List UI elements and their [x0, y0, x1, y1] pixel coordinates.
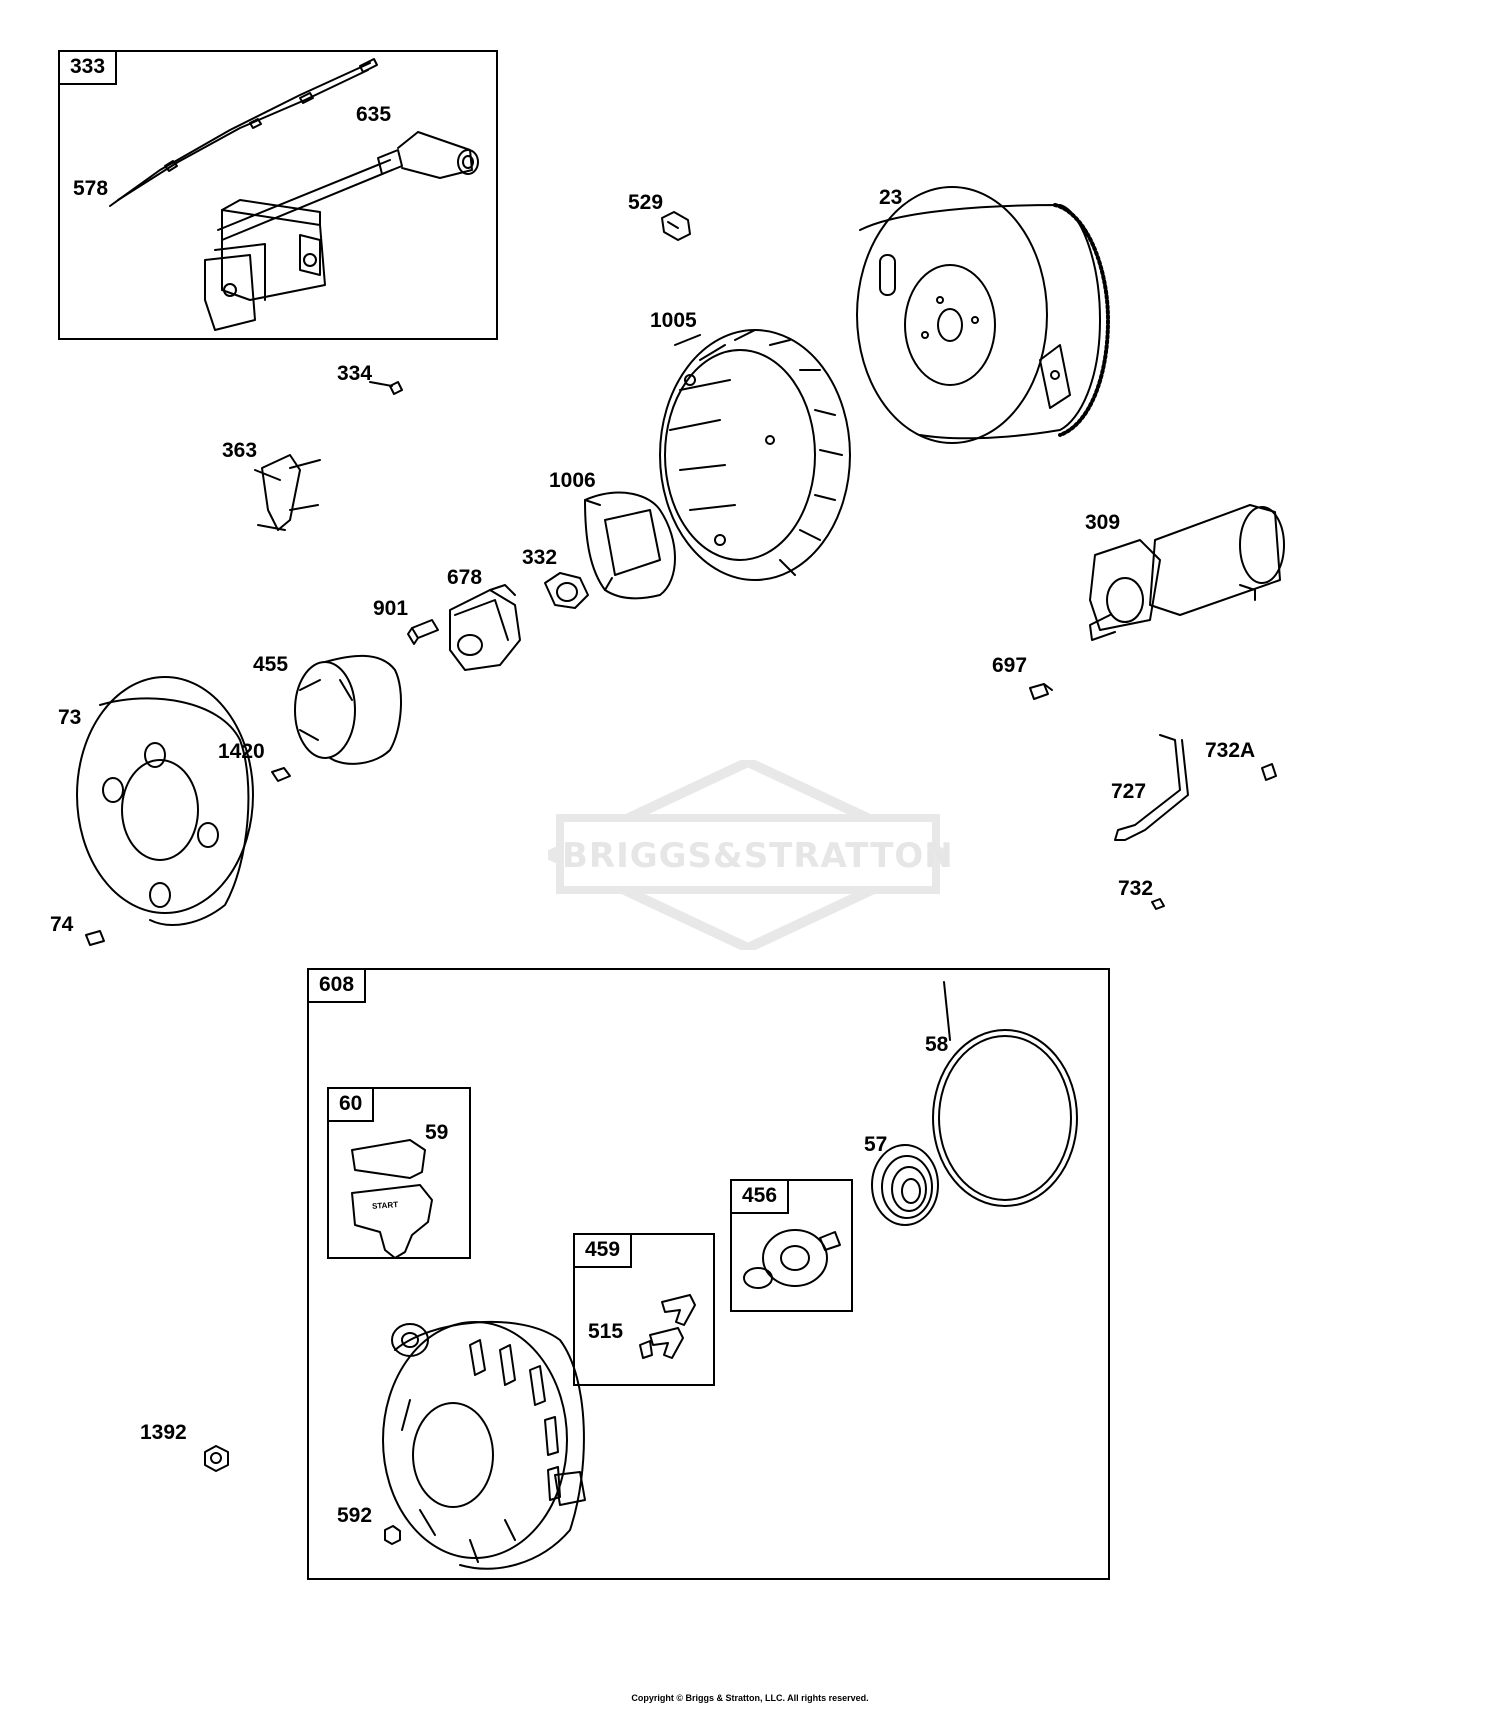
watermark-logo	[548, 760, 948, 950]
starter-handle-drawing	[351, 1139, 433, 1259]
part-label-455: 455	[253, 653, 289, 676]
starter-motor-drawing	[1089, 504, 1285, 641]
part-label-23: 23	[879, 186, 903, 209]
fan-screen-drawing	[584, 491, 676, 600]
bracket-drawing	[1114, 734, 1189, 841]
screw-drawing	[369, 381, 403, 395]
nut-drawing	[384, 1525, 401, 1545]
flywheel-key-drawing	[661, 211, 691, 241]
ignition-armature-drawing	[109, 58, 479, 331]
part-label-635: 635	[356, 103, 392, 126]
retainer-drawing	[743, 1229, 841, 1289]
part-label-727: 727	[1111, 780, 1147, 803]
rewind-spring-drawing	[871, 1144, 939, 1226]
blower-housing-cover-drawing	[76, 676, 254, 926]
flywheel-drawing	[856, 186, 1110, 444]
pawl-drawing	[639, 1294, 696, 1359]
group-label-608: 608	[307, 968, 367, 1003]
group-label-459: 459	[573, 1233, 633, 1268]
bolt-drawing	[1029, 683, 1053, 700]
group-label-333: 333	[58, 50, 118, 85]
group-box-608: 608	[307, 968, 1110, 1580]
screw-drawing	[1151, 898, 1165, 910]
starter-rope-drawing	[932, 981, 1078, 1207]
part-label-732: 732	[1118, 877, 1154, 900]
part-label-1392: 1392	[140, 1421, 187, 1444]
screw-drawing	[85, 930, 105, 946]
part-label-309: 309	[1085, 511, 1121, 534]
part-label-59: 59	[425, 1121, 449, 1144]
part-label-678: 678	[447, 566, 483, 589]
part-label-57: 57	[864, 1133, 888, 1156]
bracket-screws-drawing	[254, 454, 321, 531]
part-label-515: 515	[588, 1320, 624, 1343]
group-box-456: 456	[730, 1179, 853, 1312]
part-label-334: 334	[337, 362, 373, 385]
part-label-1420: 1420	[218, 740, 265, 763]
group-label-60: 60	[327, 1087, 375, 1122]
nut-drawing	[204, 1445, 229, 1472]
starter-clutch-drawing	[449, 584, 521, 671]
part-label-58: 58	[925, 1033, 949, 1056]
fan-drawing	[659, 329, 851, 581]
part-label-578: 578	[73, 177, 109, 200]
part-label-363: 363	[222, 439, 258, 462]
part-label-1005: 1005	[650, 309, 697, 332]
starter-cup-drawing	[294, 654, 403, 765]
part-label-74: 74	[50, 913, 74, 936]
handle-start-text: START	[371, 1200, 399, 1211]
part-label-332: 332	[522, 546, 558, 569]
part-label-697: 697	[992, 654, 1028, 677]
screw-drawing	[271, 767, 291, 782]
part-label-529: 529	[628, 191, 664, 214]
group-box-333: 333	[58, 50, 498, 340]
group-box-459: 459	[573, 1233, 715, 1386]
part-label-73: 73	[58, 706, 82, 729]
rewind-starter-housing-drawing	[382, 1320, 586, 1570]
group-label-456: 456	[730, 1179, 790, 1214]
part-label-732A: 732A	[1205, 739, 1256, 762]
watermark-text: BRIGGS&STRATTON	[562, 836, 954, 876]
group-box-60: 60	[327, 1087, 471, 1259]
copyright-notice: Copyright © Briggs & Stratton, LLC. All …	[631, 1693, 869, 1703]
part-label-592: 592	[337, 1504, 373, 1527]
flywheel-nut-drawing	[544, 572, 589, 609]
part-label-1006: 1006	[549, 469, 596, 492]
bolt-drawing	[407, 619, 439, 645]
screw-drawing	[1261, 763, 1277, 781]
part-label-901: 901	[373, 597, 409, 620]
